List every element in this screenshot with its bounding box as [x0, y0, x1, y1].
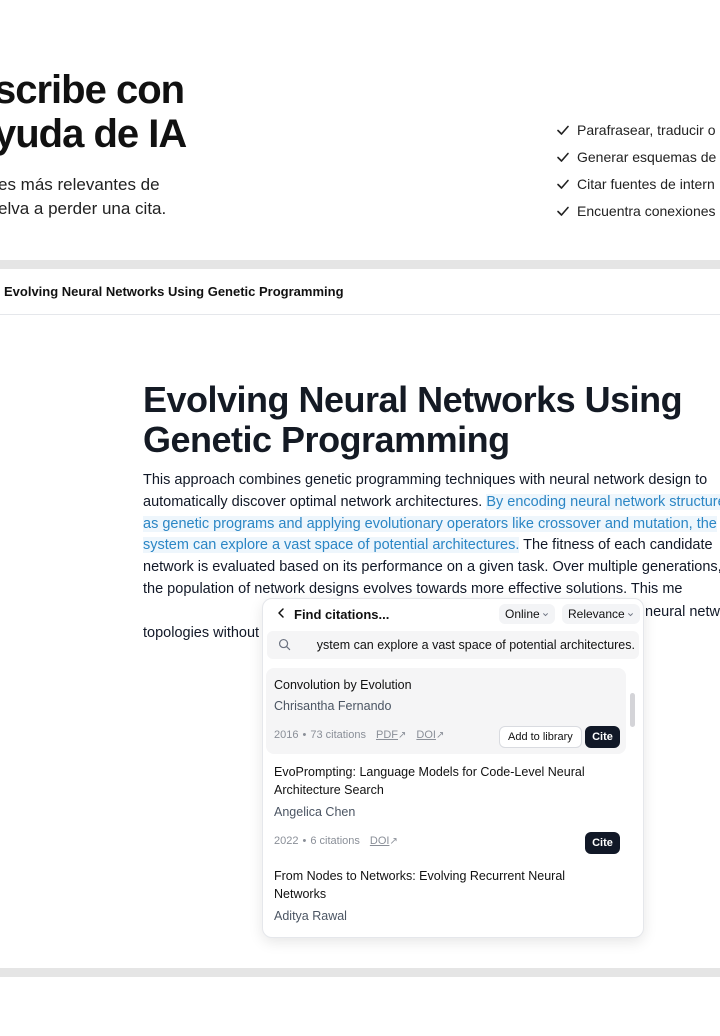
- pdf-link[interactable]: PDF↗: [376, 729, 406, 741]
- check-icon: [557, 125, 569, 135]
- frame-border-bottom: [0, 968, 720, 977]
- body-text-right-fragment: neural netwo: [645, 604, 720, 620]
- citation-popup: Find citations... Online Relevance Convo…: [262, 598, 644, 938]
- pdf-link-label: PDF: [376, 729, 398, 741]
- result-title: EvoPrompting: Language Models for Code-L…: [274, 765, 585, 797]
- editor-header: Evolving Neural Networks Using Genetic P…: [0, 269, 720, 315]
- external-link-icon: ↗: [389, 836, 398, 847]
- external-link-icon: ↗: [398, 730, 407, 741]
- hero-title: scribe con yuda de IA: [0, 68, 187, 156]
- doi-link-label: DOI: [369, 835, 390, 847]
- feature-label: Encuentra conexiones: [577, 202, 716, 219]
- hero-title-line2: yuda de IA: [0, 112, 187, 156]
- result-title: Convolution by Evolution: [274, 678, 412, 692]
- citation-search-input[interactable]: [299, 631, 635, 659]
- result-year: 2022: [274, 835, 299, 847]
- citation-search-box[interactable]: [267, 631, 639, 659]
- result-author: Chrisantha Fernando: [274, 699, 392, 713]
- doi-link[interactable]: DOI↗: [416, 729, 444, 741]
- doi-link-label: DOI: [416, 729, 436, 741]
- source-filter-label: Online: [505, 607, 540, 621]
- document-tab-title[interactable]: Evolving Neural Networks Using Genetic P…: [4, 284, 344, 299]
- citation-result[interactable]: Convolution by Evolution Chrisantha Fern…: [266, 668, 626, 754]
- check-icon: [557, 206, 569, 216]
- search-icon: [278, 638, 291, 651]
- feature-item: Encuentra conexiones: [556, 197, 716, 224]
- add-to-library-button[interactable]: Add to library: [499, 726, 582, 748]
- chevron-down-icon: [542, 612, 548, 616]
- result-author: Angelica Chen: [274, 805, 356, 819]
- result-citations: 73 citations: [310, 729, 366, 741]
- citation-result[interactable]: EvoPrompting: Language Models for Code-L…: [266, 759, 626, 859]
- cite-button[interactable]: Cite: [585, 832, 620, 854]
- result-year: 2016: [274, 729, 299, 741]
- hero-subtitle-line2: elva a perder una cita.: [0, 199, 167, 218]
- chevron-down-icon: [627, 612, 633, 616]
- hero-title-line1: scribe con: [0, 68, 185, 112]
- popup-toolbar: Find citations... Online Relevance: [263, 599, 643, 629]
- cite-button[interactable]: Cite: [585, 726, 620, 748]
- sort-filter-label: Relevance: [568, 607, 625, 621]
- result-title: From Nodes to Networks: Evolving Recurre…: [274, 869, 566, 901]
- feature-list: Parafrasear, traducir o Generar esquemas…: [556, 116, 716, 224]
- check-icon: [557, 179, 569, 189]
- popup-title: Find citations...: [294, 607, 390, 622]
- result-author: Aditya Rawal: [274, 909, 347, 923]
- back-arrow-icon[interactable]: [275, 607, 287, 619]
- result-meta: 2022 • 6 citations DOI↗: [274, 835, 398, 847]
- external-link-icon: ↗: [435, 730, 445, 741]
- document-body[interactable]: This approach combines genetic programmi…: [143, 470, 720, 601]
- result-meta: 2016 • 73 citations PDF↗ DOI↗: [274, 729, 444, 741]
- body-text: This approach combines genetic programmi…: [143, 472, 708, 510]
- feature-label: Parafrasear, traducir o: [577, 121, 716, 138]
- hero-subtitle: es más relevantes de elva a perder una c…: [0, 173, 166, 221]
- feature-item: Parafrasear, traducir o: [556, 116, 716, 143]
- document-title[interactable]: Evolving Neural Networks Using Genetic P…: [143, 380, 720, 460]
- source-filter-dropdown[interactable]: Online: [499, 604, 555, 624]
- results-scrollbar[interactable]: [630, 693, 635, 727]
- feature-item: Citar fuentes de intern: [556, 170, 716, 197]
- sort-filter-dropdown[interactable]: Relevance: [562, 604, 640, 624]
- check-icon: [557, 152, 569, 162]
- citation-result[interactable]: From Nodes to Networks: Evolving Recurre…: [266, 863, 626, 933]
- hero-subtitle-line1: es más relevantes de: [0, 175, 160, 194]
- body-text: The fitness of each candidate network is…: [143, 537, 720, 597]
- frame-border-top: [0, 260, 720, 269]
- feature-label: Citar fuentes de intern: [577, 175, 715, 192]
- feature-label: Generar esquemas de: [577, 148, 717, 165]
- document-title-line2: Genetic Programming: [143, 419, 510, 460]
- document-title-line1: Evolving Neural Networks Using: [143, 379, 683, 420]
- result-citations: 6 citations: [310, 835, 360, 847]
- citation-results-list[interactable]: Convolution by Evolution Chrisantha Fern…: [263, 667, 643, 937]
- doi-link[interactable]: DOI↗: [370, 835, 398, 847]
- feature-item: Generar esquemas de: [556, 143, 716, 170]
- meta-separator: •: [302, 729, 307, 741]
- meta-separator: •: [302, 835, 307, 847]
- body-text-last-line: topologies without: [143, 625, 260, 641]
